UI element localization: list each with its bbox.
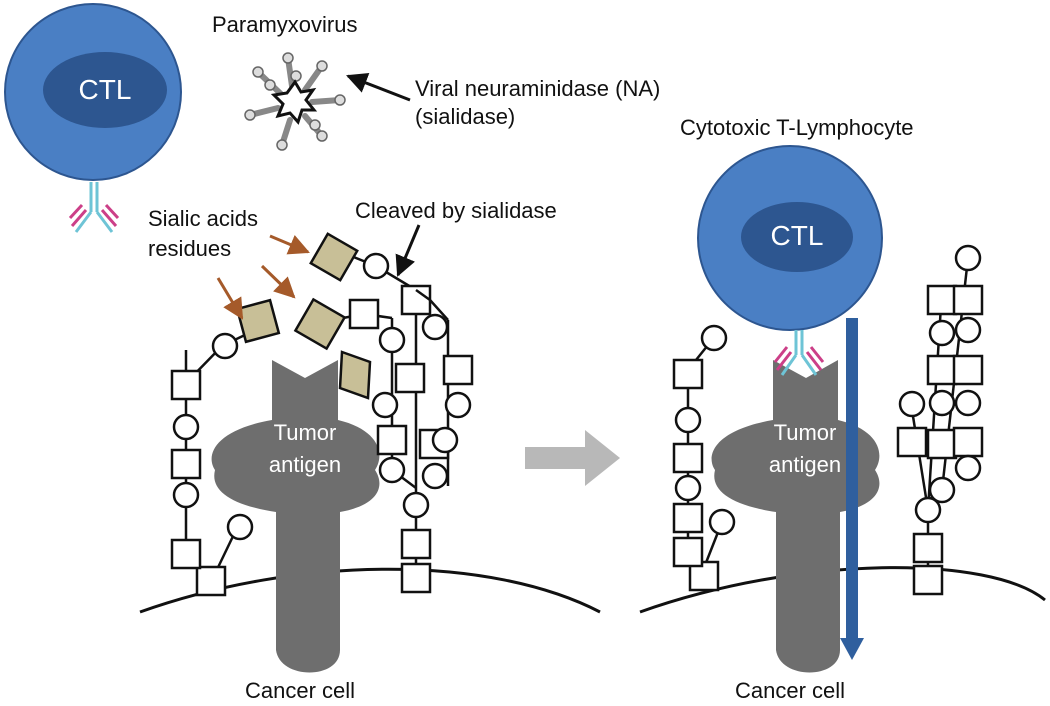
ctl-cell-right bbox=[697, 145, 883, 331]
glycan-chain-right-a bbox=[672, 324, 736, 592]
cancer-cell-label-left: Cancer cell bbox=[245, 678, 356, 703]
tumor-antigen-label-right-2: antigen bbox=[768, 452, 842, 477]
ctl-label-right: CTL bbox=[770, 220, 824, 251]
cytotoxic-t-label: Cytotoxic T-Lymphocyte bbox=[680, 115, 914, 140]
ctl-cell-left bbox=[4, 3, 182, 181]
transition-arrow bbox=[525, 430, 620, 486]
tumor-antigen-right bbox=[711, 360, 880, 673]
cleaved-pointer-arrow bbox=[395, 224, 421, 277]
cell-membrane-right bbox=[639, 566, 1046, 614]
ctl-label-left: CTL bbox=[78, 74, 132, 105]
tumor-antigen-left bbox=[211, 360, 380, 673]
paramyxovirus-particle bbox=[244, 52, 346, 151]
tcr-receptor-right bbox=[773, 330, 825, 376]
sialic-acids-label-line2: residues bbox=[148, 236, 232, 261]
tumor-antigen-label-left-1: Tumor bbox=[273, 420, 337, 445]
tumor-antigen-label-right-1: Tumor bbox=[773, 420, 837, 445]
glycan-chain-left-a bbox=[170, 298, 281, 597]
na-pointer-arrow bbox=[346, 73, 411, 102]
sialic-acids-label-line1: Sialic acids bbox=[148, 206, 259, 231]
cleaved-by-sialidase-label: Cleaved by sialidase bbox=[355, 198, 557, 223]
glycan-chain-left-c bbox=[415, 288, 474, 490]
paramyxovirus-label: Paramyxovirus bbox=[212, 12, 358, 37]
cancer-cell-label-right: Cancer cell bbox=[735, 678, 846, 703]
tumor-antigen-label-left-2: antigen bbox=[268, 452, 342, 477]
blue-down-arrow bbox=[840, 318, 864, 660]
viral-na-label-line2: (sialidase) bbox=[415, 104, 516, 129]
sialic-acid-arrows bbox=[216, 234, 310, 320]
glycan-chain-right-b bbox=[896, 244, 984, 596]
viral-na-label-line1: Viral neuraminidase (NA) bbox=[415, 76, 661, 101]
tcr-receptor-left bbox=[68, 182, 120, 233]
